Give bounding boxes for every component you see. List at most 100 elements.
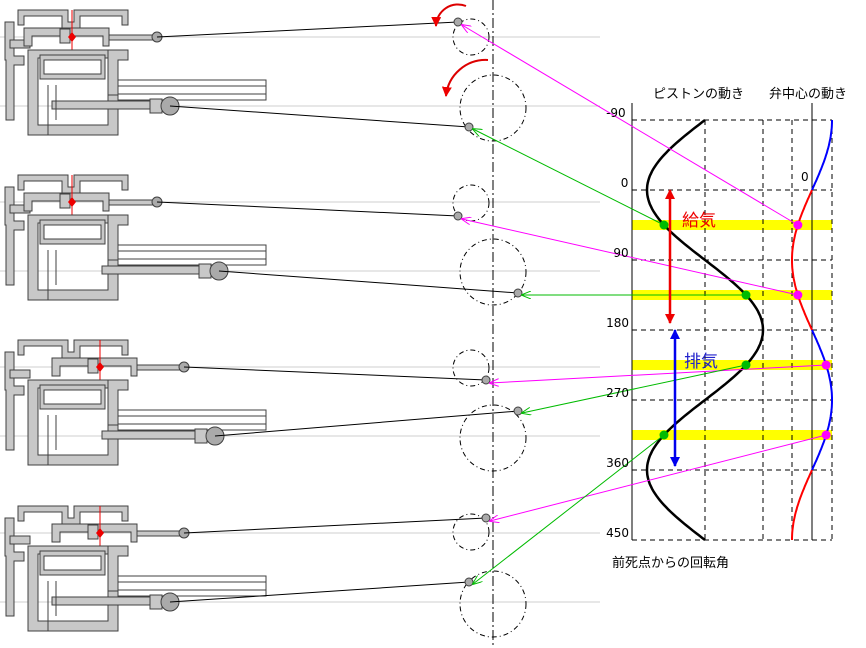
- eccentric-pin-1: [453, 17, 463, 27]
- crosshead-block: [194, 428, 208, 444]
- connecting-lines: [156, 17, 827, 603]
- valve-link-2: [462, 219, 798, 296]
- eccentric-rod-2: [156, 201, 459, 217]
- piston-link-3: [522, 364, 747, 413]
- valve-center-web: [59, 193, 71, 209]
- valve-motion-curve-segment-3: [811, 329, 833, 471]
- crank-pin-1: [464, 122, 474, 132]
- crank-circle-1: [459, 74, 527, 142]
- left-port-block: [9, 369, 31, 379]
- y-tick-label: 180: [606, 316, 629, 330]
- intake-label: 給気: [682, 211, 716, 231]
- connecting-rod-3: [214, 410, 519, 437]
- crosshead-block: [198, 263, 212, 279]
- eccentric-circle-1: [452, 18, 490, 56]
- crank-pin-2: [513, 288, 523, 298]
- eccentric-pin-2: [453, 211, 463, 221]
- valve-motion-curve-segment-4: [791, 469, 813, 540]
- steam-chest-cover: [17, 339, 129, 359]
- left-port-block: [9, 535, 31, 545]
- y-tick-label: 270: [606, 386, 629, 400]
- valve-center-mark: [68, 32, 76, 42]
- y-tick-label: -90: [606, 106, 626, 120]
- steam-chest-cover: [17, 9, 129, 29]
- right-port: [107, 379, 129, 426]
- right-port: [107, 545, 129, 592]
- highlight-band-1: [632, 220, 832, 230]
- crank-pin-3: [513, 406, 523, 416]
- piston-motion-curve: [645, 119, 765, 541]
- rod-gland: [47, 250, 57, 300]
- y-tick-label: 0: [620, 176, 629, 190]
- crank-pin-4: [464, 577, 474, 587]
- piston-inner: [43, 555, 102, 571]
- valve-link-4: [490, 434, 827, 521]
- eccentric-rod-3: [183, 366, 487, 381]
- crosshead-guide: [117, 244, 267, 266]
- eccentric-rod-4: [183, 517, 487, 534]
- valve-center-mark: [96, 362, 104, 372]
- piston-inner: [43, 59, 102, 75]
- piston-rod: [101, 430, 208, 440]
- valve-motion-curve-segment-1: [811, 120, 833, 191]
- exhaust-label: 排気: [684, 352, 718, 372]
- eccentric-circle-4: [452, 513, 490, 551]
- right-port: [107, 214, 129, 261]
- connecting-rod-2: [218, 270, 519, 294]
- valve-marker-4: [821, 430, 831, 440]
- crosshead-block: [149, 594, 163, 610]
- piston-inner: [43, 224, 102, 240]
- phase-markers: [659, 220, 831, 440]
- piston-link-1: [473, 129, 665, 226]
- valve-motion-curve-segment-2: [791, 189, 813, 331]
- crosshead-block: [149, 98, 163, 114]
- x-axis-label: 前死点からの回転角: [612, 556, 730, 571]
- engine-mechanism-2: [0, 174, 600, 301]
- timing-chart-grid: [631, 103, 833, 541]
- motion-curves: [645, 119, 833, 541]
- y-tick-label: 90: [613, 246, 629, 260]
- valve-rod: [136, 364, 185, 371]
- y-tick-label: 360: [606, 456, 629, 470]
- valve-marker-2: [793, 290, 803, 300]
- rod-gland: [47, 85, 57, 135]
- piston-marker-4: [659, 430, 669, 440]
- crosshead-guide: [117, 575, 267, 597]
- valve-link-1: [462, 25, 799, 226]
- eccentric-circle-3: [452, 349, 490, 387]
- y-tick-label: 450: [606, 526, 629, 540]
- connecting-rod-1: [169, 105, 470, 128]
- slide-valve: [23, 27, 110, 47]
- connecting-rod-4: [169, 581, 470, 603]
- valve-motion-title: 弁中心の動き: [769, 87, 848, 102]
- valve-marker-1: [793, 220, 803, 230]
- valve-rod: [108, 199, 158, 206]
- eccentric-rod-1: [156, 21, 459, 38]
- slide-valve: [23, 192, 110, 212]
- crosshead-guide: [117, 79, 267, 101]
- rod-gland: [47, 415, 57, 465]
- piston-marker-1: [659, 220, 669, 230]
- valve-rod: [136, 530, 185, 537]
- crosshead-guide: [117, 409, 267, 431]
- valve-center-mark: [68, 197, 76, 207]
- piston-rod: [101, 265, 212, 275]
- rotation-arrow-small: [431, 3, 467, 27]
- valve-marker-3: [821, 360, 831, 370]
- crank-circle-4: [459, 570, 527, 638]
- right-port: [107, 49, 129, 96]
- valve-link-3: [490, 364, 827, 383]
- rotation-arrow-large: [441, 58, 489, 97]
- engine-mechanism-4: [0, 505, 600, 632]
- crank-circle-3: [459, 404, 527, 472]
- piston-marker-3: [741, 360, 751, 370]
- crank-circle-2: [459, 238, 527, 306]
- engine-mechanism-1: [0, 9, 600, 136]
- valve-zero-label: 0: [801, 170, 809, 184]
- piston-inner: [43, 389, 102, 405]
- slide-valve: [51, 357, 138, 377]
- valve-center-web: [87, 524, 99, 540]
- eccentric-pin-3: [481, 375, 491, 385]
- eccentric-pin-4: [481, 513, 491, 523]
